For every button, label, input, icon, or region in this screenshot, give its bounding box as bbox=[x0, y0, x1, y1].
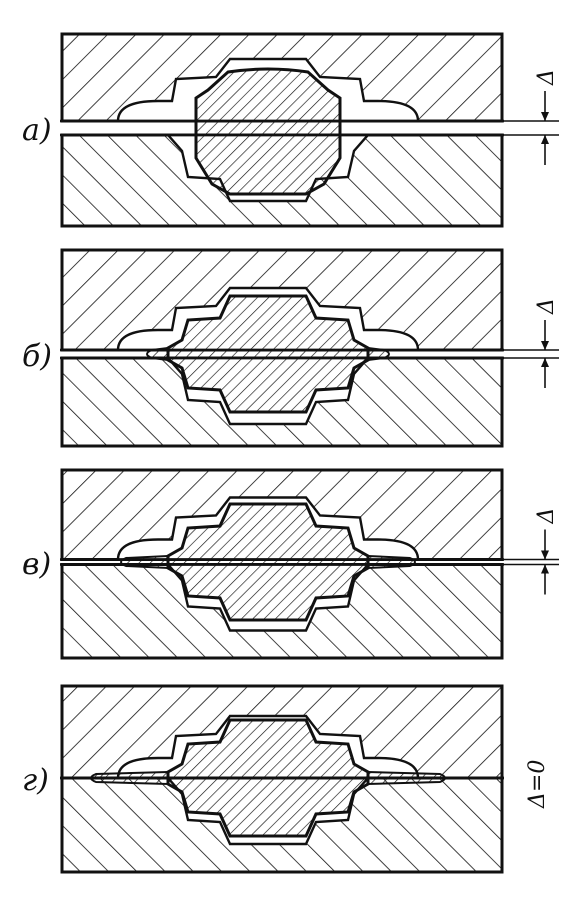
stage-label: г) bbox=[22, 763, 49, 798]
gap-label: Δ=0 bbox=[525, 760, 550, 809]
forging-workpiece bbox=[166, 294, 370, 414]
stage-label: б) bbox=[22, 339, 52, 374]
flash bbox=[367, 770, 446, 786]
flash bbox=[146, 346, 169, 362]
flash bbox=[367, 554, 416, 570]
stage-a: а) Δ bbox=[22, 32, 559, 228]
stage-label: в) bbox=[22, 547, 51, 582]
forging-workpiece bbox=[166, 502, 370, 622]
gap-label: Δ bbox=[534, 298, 559, 315]
stage-b: б) Δ bbox=[22, 248, 559, 448]
stage-label: а) bbox=[22, 113, 52, 148]
gap-label: Δ bbox=[534, 508, 559, 525]
flash bbox=[120, 554, 169, 570]
forging-workpiece bbox=[194, 67, 342, 196]
stage-g: г) Δ=0 bbox=[22, 684, 550, 874]
flash bbox=[90, 770, 169, 786]
gap-label: Δ bbox=[534, 69, 559, 86]
forging-workpiece bbox=[166, 718, 370, 838]
stage-v: в) Δ bbox=[22, 468, 559, 660]
flash bbox=[367, 346, 390, 362]
